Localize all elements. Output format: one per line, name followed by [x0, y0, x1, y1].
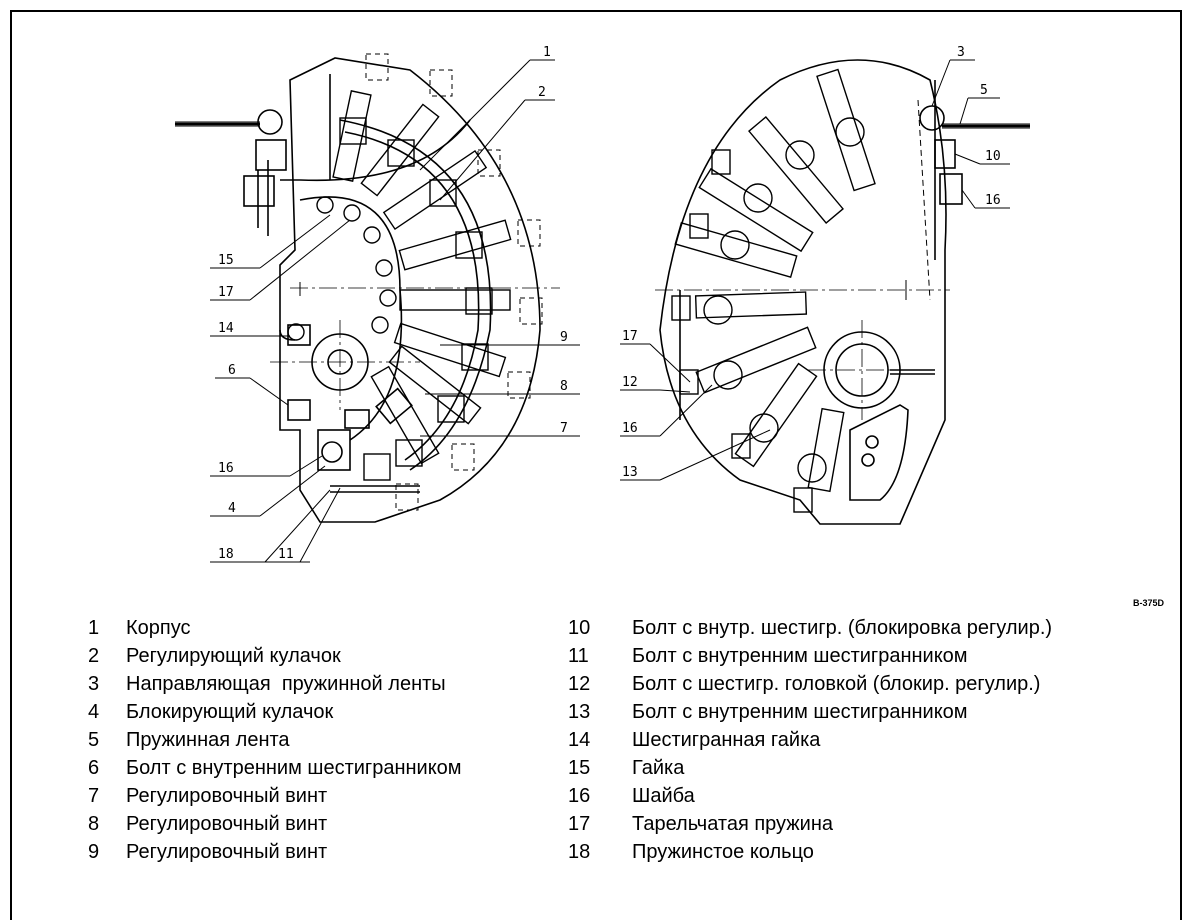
legend-item: 2 Регулирующий кулачок: [88, 642, 462, 670]
legend-number: 3: [88, 673, 100, 695]
legend-item: 10 Болт с внутр. шестигр. (блокировка рег…: [568, 614, 1052, 642]
callout: 14: [218, 321, 234, 336]
callout: 7: [560, 421, 568, 436]
callout: 10: [985, 149, 1001, 164]
callouts-right: 3 5 10 16 17 12 16 13: [622, 45, 1001, 480]
legend-text: Блокирующий кулачок: [126, 701, 334, 723]
legend-number: 18: [568, 841, 591, 863]
right-view-body: [655, 59, 1030, 525]
callout: 9: [560, 330, 568, 345]
legend-number: 13: [568, 701, 591, 723]
legend-number: 6: [88, 757, 100, 779]
callout: 2: [538, 85, 546, 100]
legend-number: 8: [88, 813, 100, 835]
legend-left: 1 Корпус 2 Регулирующий кулачок 3 Направляю…: [88, 614, 462, 866]
legend-item: 11 Болт с внутренним шестигранником: [568, 642, 1052, 670]
callout: 5: [980, 83, 988, 98]
leader-lines: [210, 59, 1010, 563]
callout: 11: [278, 547, 294, 562]
legend-item: 9 Регулировочный винт: [88, 838, 462, 866]
legend-text: Болт с шестигр. головкой (блокир. регули…: [632, 673, 1041, 695]
legend-text: Гайка: [632, 757, 685, 779]
legend-number: 1: [88, 617, 100, 639]
legend-number: 2: [88, 645, 100, 667]
callout: 17: [218, 285, 234, 300]
callout: 17: [622, 329, 638, 344]
legend-text: Регулирующий кулачок: [126, 645, 341, 667]
legend-item: 1 Корпус: [88, 614, 462, 642]
callout: 16: [218, 461, 234, 476]
legend-item: 3 Направляющая пружинной ленты: [88, 670, 462, 698]
legend-item: 17 Тарельчатая пружина: [568, 810, 1052, 838]
legend-number: 7: [88, 785, 100, 807]
legend-text: Тарельчатая пружина: [632, 813, 833, 835]
legend-number: 17: [568, 813, 591, 835]
callout: 16: [622, 421, 638, 436]
legend-item: 16 Шайба: [568, 782, 1052, 810]
legend-number: 5: [88, 729, 100, 751]
legend-text: Шестигранная гайка: [632, 729, 821, 751]
legend-text: Регулировочный винт: [126, 785, 328, 807]
callout: 8: [560, 379, 568, 394]
legend-item: 14 Шестигранная гайка: [568, 726, 1052, 754]
drawing-frame: [10, 10, 1182, 920]
drawing-code: B-375D: [1133, 598, 1165, 608]
left-view-body: [175, 53, 560, 523]
legend-number: 9: [88, 841, 100, 863]
legend-item: 6 Болт с внутренним шестигранником: [88, 754, 462, 782]
legend-text: Регулировочный винт: [126, 813, 328, 835]
callout: 1: [543, 45, 551, 60]
legend-item: 18 Пружинстое кольцо: [568, 838, 1052, 866]
legend-text: Пружинстое кольцо: [632, 841, 814, 863]
legend-item: 12 Болт с шестигр. головкой (блокир. регу…: [568, 670, 1052, 698]
callout: 15: [218, 253, 234, 268]
legend-number: 4: [88, 701, 100, 723]
legend-number: 10: [568, 617, 591, 639]
legend-right: 10 Болт с внутр. шестигр. (блокировка рег…: [568, 614, 1052, 866]
legend-text: Болт с внутренним шестигранником: [632, 645, 968, 667]
legend-item: 13 Болт с внутренним шестигранником: [568, 698, 1052, 726]
callout: 4: [228, 501, 236, 516]
legend-item: 5 Пружинная лента: [88, 726, 462, 754]
callout: 6: [228, 363, 236, 378]
legend-text: Болт с внутренним шестигранником: [126, 757, 462, 779]
legend-number: 11: [568, 645, 589, 667]
legend-number: 14: [568, 729, 591, 751]
legend-text: Корпус: [126, 617, 191, 639]
legend-number: 12: [568, 673, 591, 695]
legend-number: 15: [568, 757, 591, 779]
legend-text: Болт с внутренним шестигранником: [632, 701, 968, 723]
legend-text: Регулировочный винт: [126, 841, 328, 863]
legend-item: 7 Регулировочный винт: [88, 782, 462, 810]
legend-item: 4 Блокирующий кулачок: [88, 698, 462, 726]
legend-item: 8 Регулировочный винт: [88, 810, 462, 838]
legend-text: Направляющая пружинной ленты: [126, 673, 446, 695]
legend-text: Пружинная лента: [126, 729, 290, 751]
callout: 16: [985, 193, 1001, 208]
callouts-left: 1 2 15 17 14 9 6 8 7 16 4 18 11: [218, 45, 568, 562]
callout: 12: [622, 375, 638, 390]
callout: 3: [957, 45, 965, 60]
legend-item: 15 Гайка: [568, 754, 1052, 782]
callout: 18: [218, 547, 234, 562]
callout: 13: [622, 465, 638, 480]
legend-text: Болт с внутр. шестигр. (блокировка регул…: [632, 617, 1053, 639]
legend-number: 16: [568, 785, 591, 807]
legend-text: Шайба: [632, 785, 695, 807]
technical-drawing: 1 2 15 17 14 9 6 8 7 16 4 18 11 3 5 10 1…: [175, 45, 1030, 563]
